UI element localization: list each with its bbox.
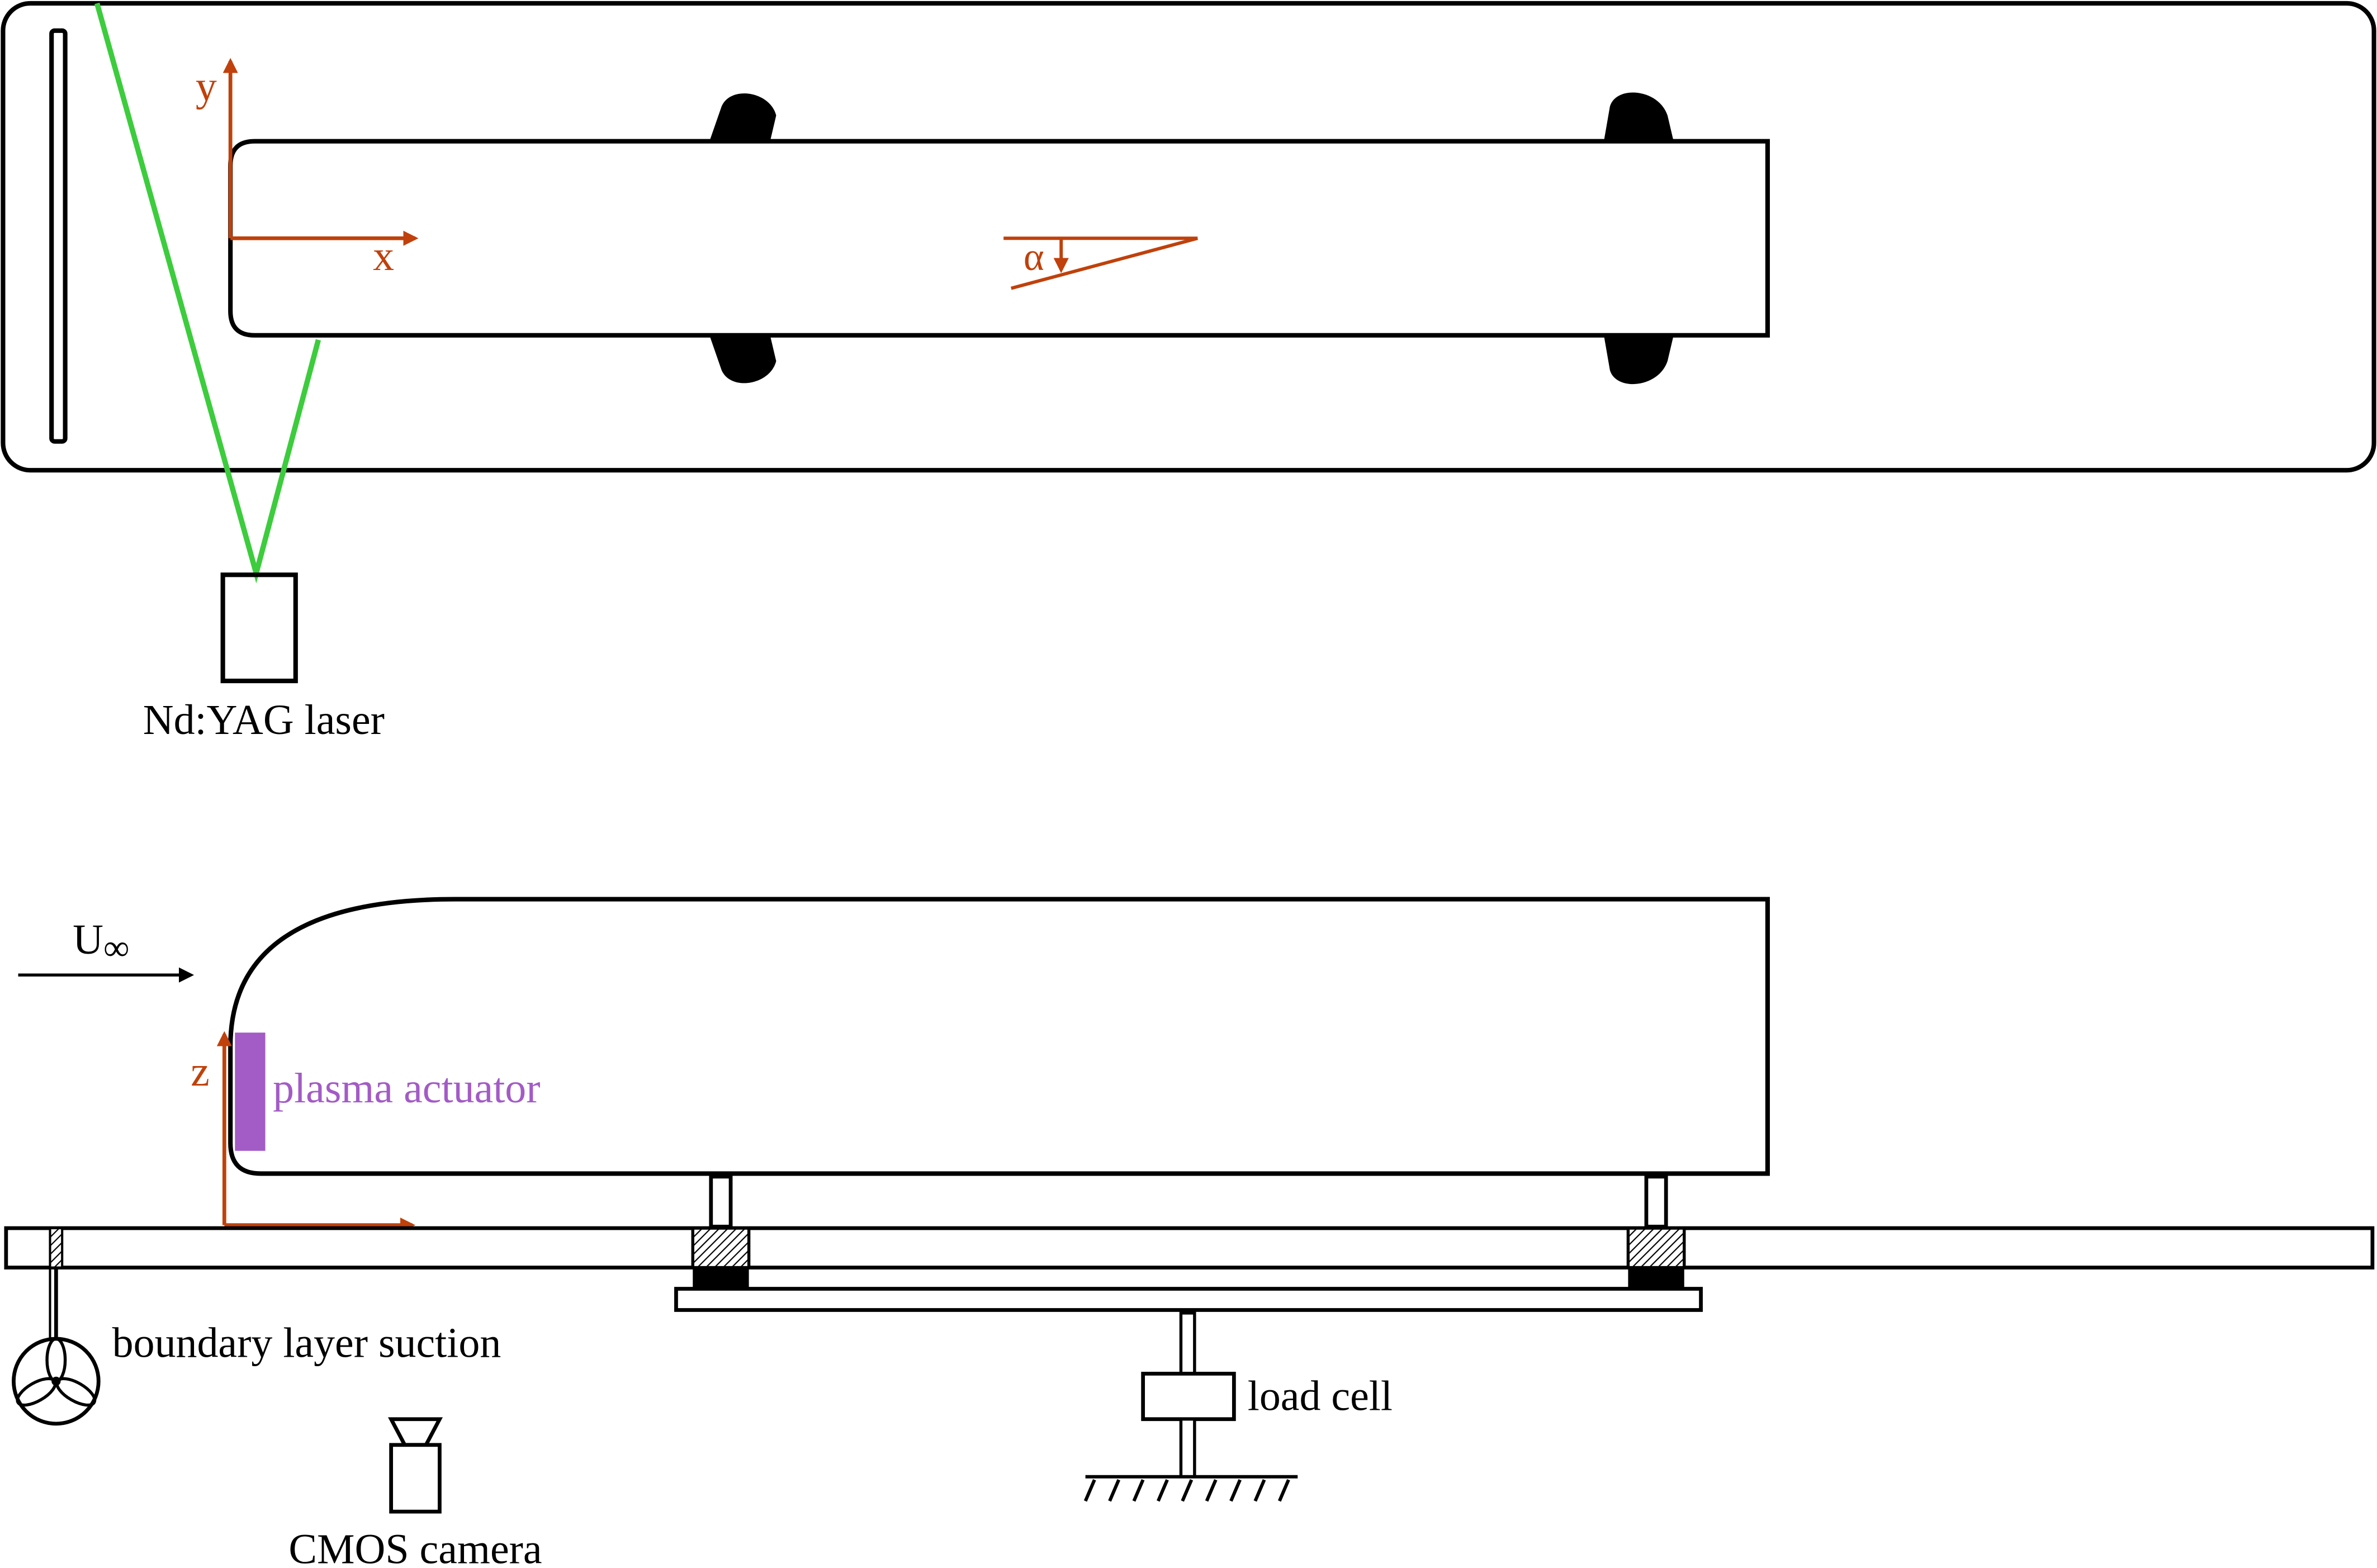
mount-right-hatched — [1626, 1226, 1686, 1269]
strut-right — [1644, 1174, 1668, 1229]
plasma-label: plasma actuator — [273, 1065, 540, 1112]
alpha-yaw-line — [1010, 236, 1199, 290]
side-axis-z-label: z — [191, 1048, 210, 1095]
alpha-label: α — [1024, 235, 1044, 279]
freestream-sub: ∞ — [103, 928, 129, 968]
support-lower-left — [709, 335, 776, 383]
load-cell-label: load cell — [1248, 1372, 1393, 1419]
support-lower-right — [1604, 335, 1674, 385]
freestream-main: U — [73, 916, 103, 963]
laser-label: Nd:YAG laser — [143, 697, 385, 743]
freestream-label: U∞ — [73, 916, 129, 968]
bluff-body-top-view — [228, 139, 1770, 338]
load-cell-icon — [1141, 1371, 1236, 1422]
support-upper-left — [709, 93, 776, 141]
suction-label: boundary layer suction — [112, 1320, 501, 1367]
plasma-actuator — [235, 1032, 266, 1151]
balance-plate — [674, 1287, 1703, 1312]
load-cell-rod-lower — [1179, 1418, 1196, 1479]
strut-left — [709, 1174, 733, 1229]
laser-box-icon — [220, 572, 298, 684]
ground-symbol — [1083, 1475, 1298, 1502]
tunnel-slot — [49, 28, 68, 444]
ground-plate — [4, 1226, 2375, 1269]
fan-icon — [12, 1337, 101, 1426]
suction-slot — [49, 1227, 64, 1269]
top-axis-x-label: x — [373, 233, 394, 280]
load-cell-rod-upper — [1179, 1311, 1196, 1376]
camera-icon — [387, 1417, 443, 1514]
wind-tunnel-top-view — [1, 1, 2376, 473]
top-axis-y-label: y — [196, 63, 217, 110]
bluff-body-side-view — [228, 897, 1770, 1176]
mount-right-black — [1628, 1267, 1684, 1289]
mount-left-hatched — [691, 1226, 751, 1269]
support-upper-right — [1604, 92, 1674, 141]
camera-label: CMOS camera — [288, 1526, 542, 1568]
mount-left-black — [693, 1267, 749, 1289]
